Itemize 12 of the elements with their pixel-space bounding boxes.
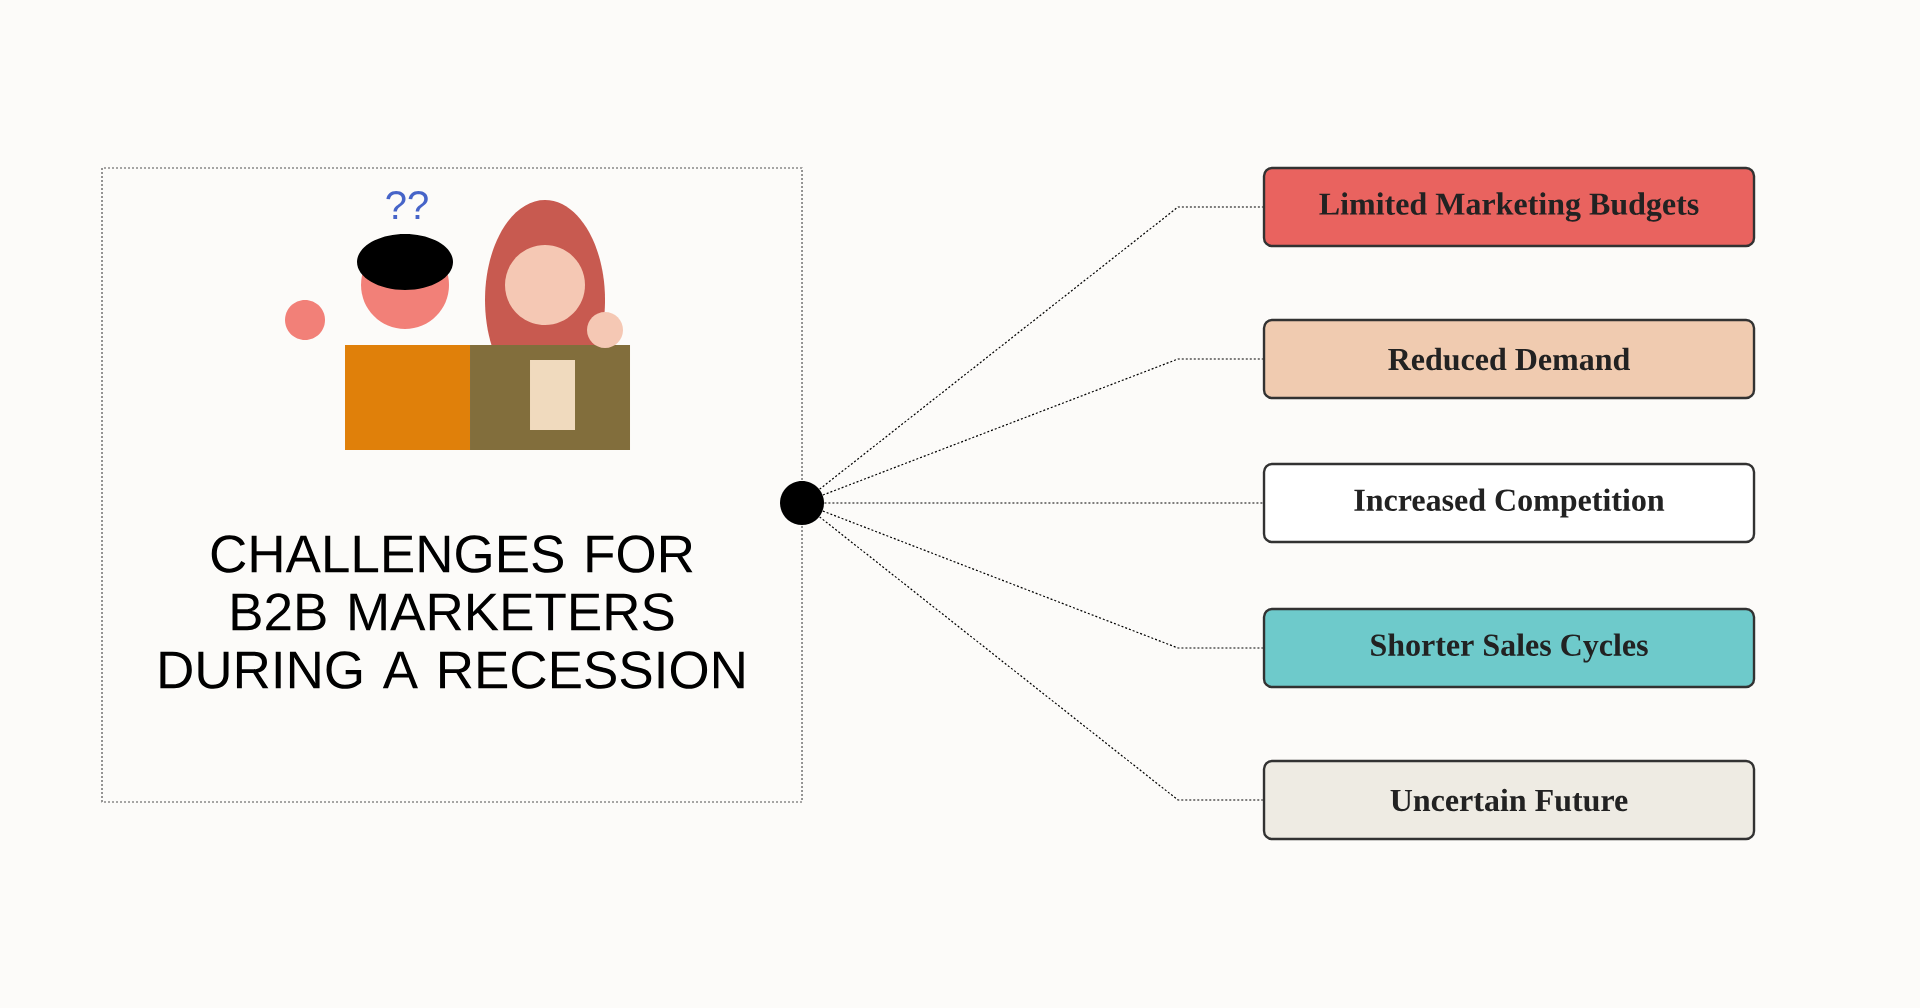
connector-line xyxy=(822,358,1264,496)
connector-line xyxy=(819,516,1264,801)
question-marks: ?? xyxy=(386,191,428,219)
connector-dot xyxy=(780,481,824,525)
challenge-box: Limited Marketing Budgets xyxy=(1262,166,1756,248)
challenge-box: Reduced Demand xyxy=(1262,318,1756,400)
connector-line xyxy=(823,502,1264,504)
connector-line xyxy=(822,510,1264,649)
challenge-box: Shorter Sales Cycles xyxy=(1262,607,1756,689)
challenge-box: Increased Competition xyxy=(1262,462,1756,544)
challenge-box: Uncertain Future xyxy=(1262,759,1756,841)
connector-line xyxy=(819,206,1264,490)
